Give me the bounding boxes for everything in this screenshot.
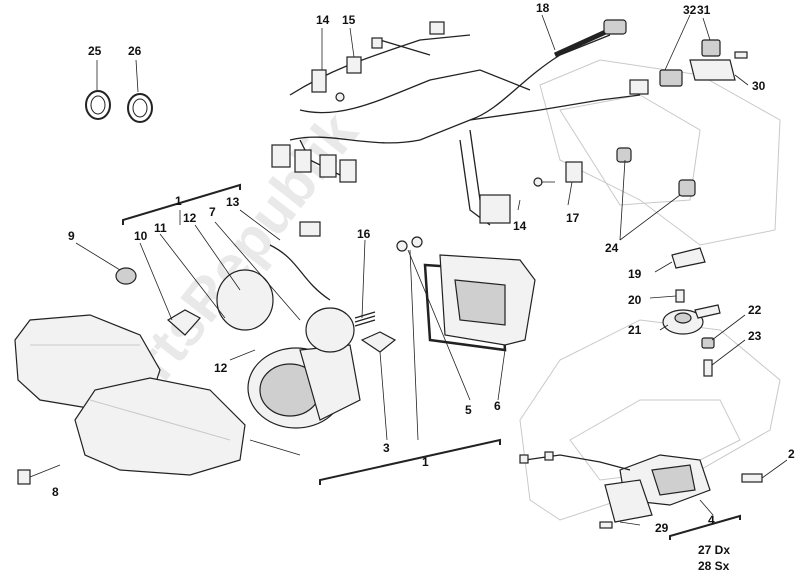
grommet-9 (115, 267, 137, 285)
callout-labels: 25 26 14 15 18 32 31 30 1 9 10 11 12 7 1… (52, 1, 795, 573)
callout-32: 32 (683, 3, 697, 17)
bracket-19 (671, 247, 706, 269)
bulb-10 (166, 309, 201, 336)
callout-22: 22 (748, 303, 762, 317)
group-bracket-1-top (122, 183, 241, 225)
callout-8: 8 (52, 485, 59, 499)
rubber-buffer-24 (678, 179, 696, 197)
cable-clamp-26 (127, 93, 153, 123)
callout-10: 10 (134, 229, 148, 243)
callout-12-top: 12 (183, 211, 197, 225)
callout-11: 11 (154, 221, 167, 235)
screw-14-upper (335, 92, 345, 102)
bulb-3 (360, 331, 397, 353)
callout-16: 16 (357, 227, 371, 241)
callout-12-bottom: 12 (214, 361, 228, 375)
frame-ghost-outline (519, 59, 781, 521)
callout-23: 23 (748, 329, 762, 343)
callout-24: 24 (605, 241, 619, 255)
callout-18: 18 (536, 1, 550, 15)
turn-signal-27-28 (519, 451, 711, 529)
headlight-reflector (247, 344, 361, 429)
callout-17: 17 (566, 211, 580, 225)
spring-16 (354, 311, 376, 327)
callout-1-top: 1 (175, 194, 182, 208)
harness-clip-17 (565, 161, 583, 183)
callout-20: 20 (628, 293, 642, 307)
callout-1-bottom: 1 (422, 455, 429, 469)
callout-28: 28 Sx (698, 559, 730, 573)
lamp-frame-6 (439, 254, 536, 346)
callout-14-top: 14 (316, 13, 330, 27)
callout-25: 25 (88, 44, 102, 58)
callout-9: 9 (68, 229, 75, 243)
callout-4: 4 (708, 513, 715, 527)
screw-2 (741, 473, 763, 483)
relay-31 (701, 39, 721, 57)
callout-19: 19 (628, 267, 642, 281)
callout-13: 13 (226, 195, 240, 209)
headlight-housing (14, 314, 246, 476)
headlight-bulb-holder (216, 269, 355, 353)
relay-bracket-30 (689, 51, 748, 81)
callout-27: 27 Dx (698, 543, 730, 557)
callout-2: 2 (788, 447, 795, 461)
leader-lines (75, 14, 788, 526)
callout-7: 7 (209, 205, 216, 219)
callout-5: 5 (465, 403, 472, 417)
callout-30: 30 (752, 79, 766, 93)
bolt-20 (675, 289, 685, 303)
callout-3: 3 (383, 441, 390, 455)
spacer-22 (701, 337, 715, 349)
screw-8 (17, 464, 61, 485)
harness-clip-15 (346, 56, 362, 74)
nut-pair (396, 236, 423, 252)
callout-21: 21 (628, 323, 642, 337)
wiring-harness (269, 19, 649, 301)
horn-21 (662, 304, 721, 335)
group-bracket-1-bottom (319, 438, 501, 485)
screw-14 (533, 177, 555, 187)
cable-clamp-25 (85, 90, 111, 120)
callout-14-bottom: 14 (513, 219, 527, 233)
callout-15: 15 (342, 13, 356, 27)
bolt-23 (703, 359, 713, 377)
rubber-buffer-24-top (616, 147, 632, 163)
group-bracket-27-28 (669, 514, 741, 540)
callout-26: 26 (128, 44, 142, 58)
callout-6: 6 (494, 399, 501, 413)
connector-32 (659, 69, 683, 87)
callout-31: 31 (697, 3, 711, 17)
callout-29: 29 (655, 521, 669, 535)
